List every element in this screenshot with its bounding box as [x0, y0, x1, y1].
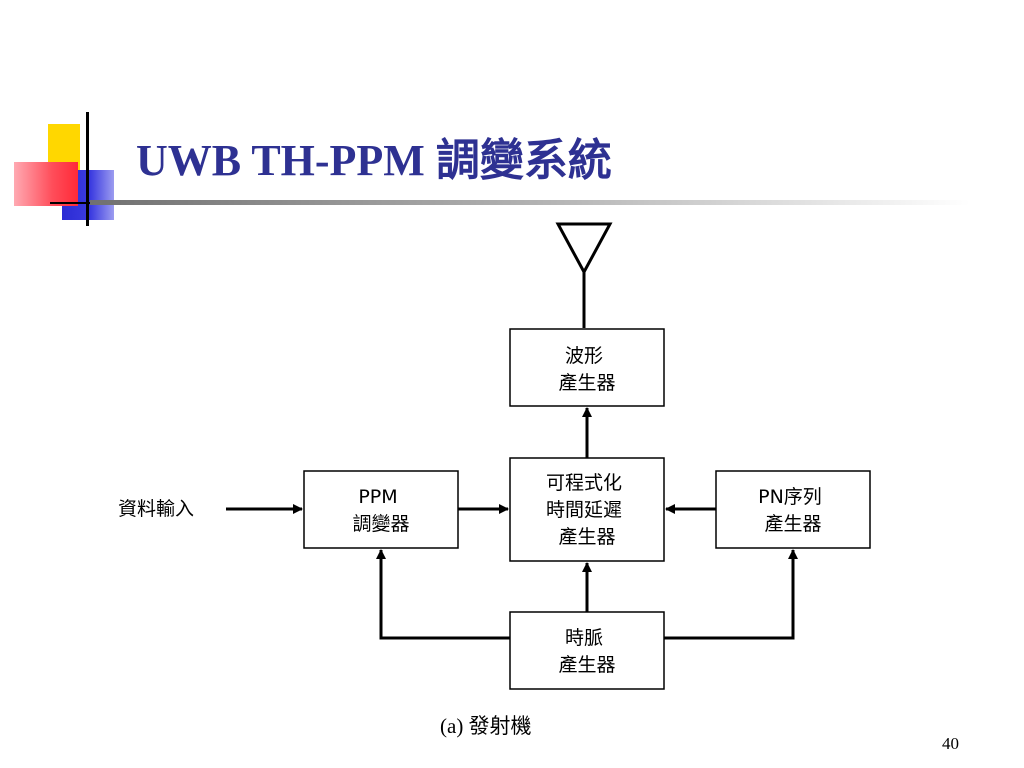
ppm-modulator-label: PPM 調變器 [352, 486, 409, 535]
page-number: 40 [942, 734, 959, 753]
arrow-clock-to-ppm [376, 549, 510, 640]
decor-vertical-line [86, 112, 89, 226]
clock-generator-label: 時脈 產生器 [558, 627, 615, 676]
decor-red-square [14, 162, 78, 206]
waveform-generator-block [509, 328, 665, 407]
pn-sequence-generator-block [715, 470, 871, 549]
programmable-delay-label: 可程式化 時間延遲 產生器 [546, 472, 628, 548]
waveform-generator-label: 波形 產生器 [558, 345, 615, 394]
diagram-caption: (a) 發射機 [440, 714, 532, 738]
programmable-delay-block [509, 457, 665, 562]
pn-sequence-generator-label: PN序列 產生器 [758, 486, 828, 535]
data-input-label: 資料輸入 [118, 498, 194, 520]
title-underline [90, 200, 970, 205]
arrow-clock-to-pn [664, 549, 798, 640]
ppm-modulator-block [303, 470, 459, 549]
slide-title: UWB TH-PPM 調變系統 [136, 136, 612, 185]
clock-generator-block [509, 611, 665, 690]
antenna-icon [555, 222, 613, 328]
